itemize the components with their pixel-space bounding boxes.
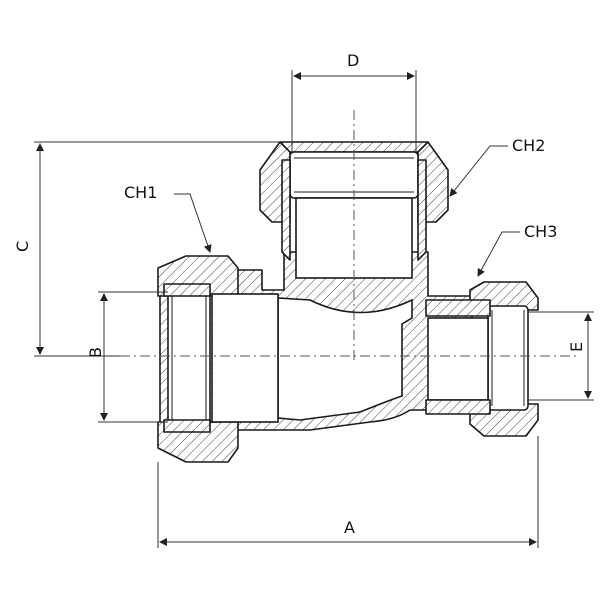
label-ch3: CH3 bbox=[524, 222, 557, 241]
label-ch1: CH1 bbox=[124, 183, 157, 202]
label-ch2: CH2 bbox=[512, 136, 545, 155]
label-c: C bbox=[13, 241, 32, 252]
center-lines bbox=[120, 110, 580, 360]
dimension-lines bbox=[34, 70, 594, 548]
labels: A B C D E CH1 CH2 CH3 bbox=[13, 51, 586, 537]
left-nut bbox=[157, 255, 279, 463]
leader-lines bbox=[174, 145, 520, 277]
label-d: D bbox=[347, 51, 359, 70]
label-e: E bbox=[567, 342, 586, 352]
right-nut bbox=[425, 281, 539, 437]
label-b: B bbox=[86, 347, 105, 358]
label-a: A bbox=[344, 518, 355, 537]
